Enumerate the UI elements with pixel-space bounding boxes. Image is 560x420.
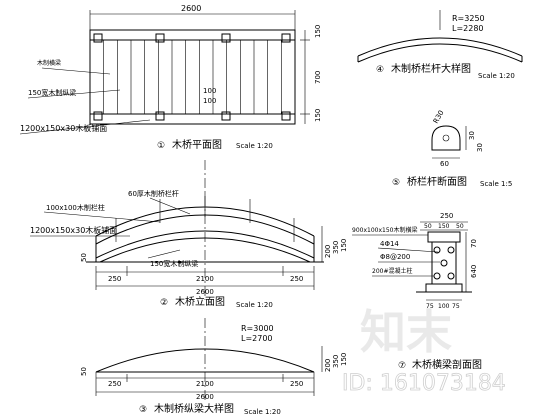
plan-dim-right-2: 700 xyxy=(314,71,322,84)
railing-radius: R=3250 xyxy=(452,14,485,23)
section-dim-w: 60 xyxy=(440,160,449,168)
rebar-circle xyxy=(447,246,455,254)
rebar-circle xyxy=(447,272,455,280)
beam-radius: R=3000 xyxy=(241,324,274,333)
elev-dim-b2: 2100 xyxy=(196,275,214,283)
plan-label-board: 1200x150x30木板铺面 xyxy=(20,123,107,133)
elev-label-post: 100x100木制栏柱 xyxy=(46,203,105,212)
plan-label-beam: 木制横梁 xyxy=(37,59,61,67)
railing-section: R30 30 30 60 ⑤ 桥栏杆断面图 Scale 1:5 xyxy=(392,109,512,188)
elev-title-number: ② xyxy=(160,298,168,308)
pier-dim-top2-c: 50 xyxy=(456,223,464,230)
elev-label-rail: 60厚木制桥栏杆 xyxy=(128,189,179,198)
pier-dim-b2: 100 xyxy=(438,303,450,310)
plan-railing-posts xyxy=(93,33,291,121)
beam-dim-right-3: 150 xyxy=(340,353,348,366)
beam-dim-left: 50 xyxy=(80,367,88,376)
pier-label-beam: 900x100x150木制横梁 xyxy=(352,226,417,234)
beam-dim-right-2: 350 xyxy=(332,355,340,368)
pier-section-detail: 250 50 150 50 900x100x150木制横梁 4Φ14 Φ8@20… xyxy=(352,212,482,371)
beam-title: 木制桥纵梁大样图 xyxy=(154,402,234,415)
section-dim-h2: 30 xyxy=(476,143,484,152)
rebar-circle xyxy=(433,272,441,280)
railing-detail: R=3250 L=2280 ④ 木制桥栏杆大样图 Scale 1:20 xyxy=(357,10,523,80)
pier-title-number: ⑦ xyxy=(398,361,406,371)
railing-scale: Scale 1:20 xyxy=(478,72,515,80)
bridge-elevation-view: 60厚木制桥栏杆 100x100木制栏柱 1200x150x30木板铺面 150… xyxy=(30,160,348,309)
pier-dim-b3: 75 xyxy=(452,303,460,310)
pier-dim-b1: 75 xyxy=(426,303,434,310)
section-scale: Scale 1:5 xyxy=(480,180,512,188)
elev-dim-total: 2600 xyxy=(196,288,214,296)
railing-title: 木制桥栏杆大样图 xyxy=(391,62,471,75)
railing-post xyxy=(93,111,103,121)
beam-dim-b2: 2100 xyxy=(196,380,214,388)
elev-dim-right-1: 200 xyxy=(324,245,332,258)
elev-title: 木桥立面图 xyxy=(175,295,225,308)
pier-label-rebar1: 4Φ14 xyxy=(380,240,399,248)
section-dim-r: R30 xyxy=(432,109,446,125)
beam-length: L=2700 xyxy=(241,334,273,343)
pier-title: 木桥横梁剖面图 xyxy=(412,358,482,371)
railing-post xyxy=(221,111,231,121)
elev-scale: Scale 1:20 xyxy=(236,301,273,309)
railing-title-number: ④ xyxy=(376,65,384,75)
beam-title-number: ③ xyxy=(139,405,147,415)
elevation-posts xyxy=(115,193,295,242)
pier-dim-right-1: 70 xyxy=(470,239,478,248)
rebar-circle xyxy=(433,246,441,254)
elev-dim-b3: 250 xyxy=(290,275,303,283)
elev-label-board: 1200x150x30木板铺面 xyxy=(30,225,117,235)
beam-dim-b3: 250 xyxy=(290,380,303,388)
plan-dim-mid: 100 xyxy=(203,87,216,95)
section-title-number: ⑤ xyxy=(392,178,400,188)
plan-label-rail: 150宽木制纵梁 xyxy=(28,88,76,97)
railing-post xyxy=(281,111,291,121)
railing-post xyxy=(155,111,165,121)
railing-post xyxy=(93,33,103,43)
beam-scale: Scale 1:20 xyxy=(244,408,281,416)
elev-dim-right-2: 350 xyxy=(332,241,340,254)
pier-label-concrete: 200#混凝土柱 xyxy=(372,267,412,275)
watermark-brand: 知末 xyxy=(360,305,452,359)
pier-label-rebar2: Φ8@200 xyxy=(380,253,410,261)
pier-dim-top2-a: 50 xyxy=(424,223,432,230)
section-dim-h1: 30 xyxy=(468,131,476,140)
beam-detail: R=3000 L=2700 50 200 350 150 250 2100 25… xyxy=(80,318,348,416)
beam-dim-right-1: 200 xyxy=(324,359,332,372)
elev-dim-right-3: 150 xyxy=(340,239,348,252)
beam-dim-b1: 250 xyxy=(108,380,121,388)
railing-post xyxy=(155,33,165,43)
elev-dim-left: 50 xyxy=(80,253,88,262)
plan-scale: Scale 1:20 xyxy=(236,142,273,150)
pier-dim-right-2: 640 xyxy=(470,265,478,278)
plan-title: 木桥平面图 xyxy=(172,139,222,151)
plan-dim-total: 2600 xyxy=(181,4,201,13)
plan-deck-boards xyxy=(103,40,282,114)
bridge-plan-view: 2600 100 100 150 700 150 木制横梁 150宽木制纵梁 1… xyxy=(19,4,322,151)
plan-title-number: ① xyxy=(157,141,165,151)
plan-dim-right-3: 150 xyxy=(314,109,322,122)
beam-dim-total: 2600 xyxy=(196,393,214,401)
watermark-id: ID: 161073184 xyxy=(342,371,506,396)
railing-post xyxy=(281,33,291,43)
plan-dim-mid-2: 100 xyxy=(203,97,216,105)
plan-dim-right-1: 150 xyxy=(314,25,322,38)
elev-label-beam: 150宽木制纵梁 xyxy=(150,259,198,268)
section-title: 桥栏杆断面图 xyxy=(407,175,467,188)
pier-rebar-circles xyxy=(433,246,455,280)
railing-post xyxy=(221,33,231,43)
pier-dim-top2-b: 150 xyxy=(438,223,450,230)
pier-dim-top: 250 xyxy=(440,212,453,220)
rebar-circle xyxy=(440,259,448,267)
elev-dim-b1: 250 xyxy=(108,275,121,283)
railing-length: L=2280 xyxy=(452,24,484,33)
